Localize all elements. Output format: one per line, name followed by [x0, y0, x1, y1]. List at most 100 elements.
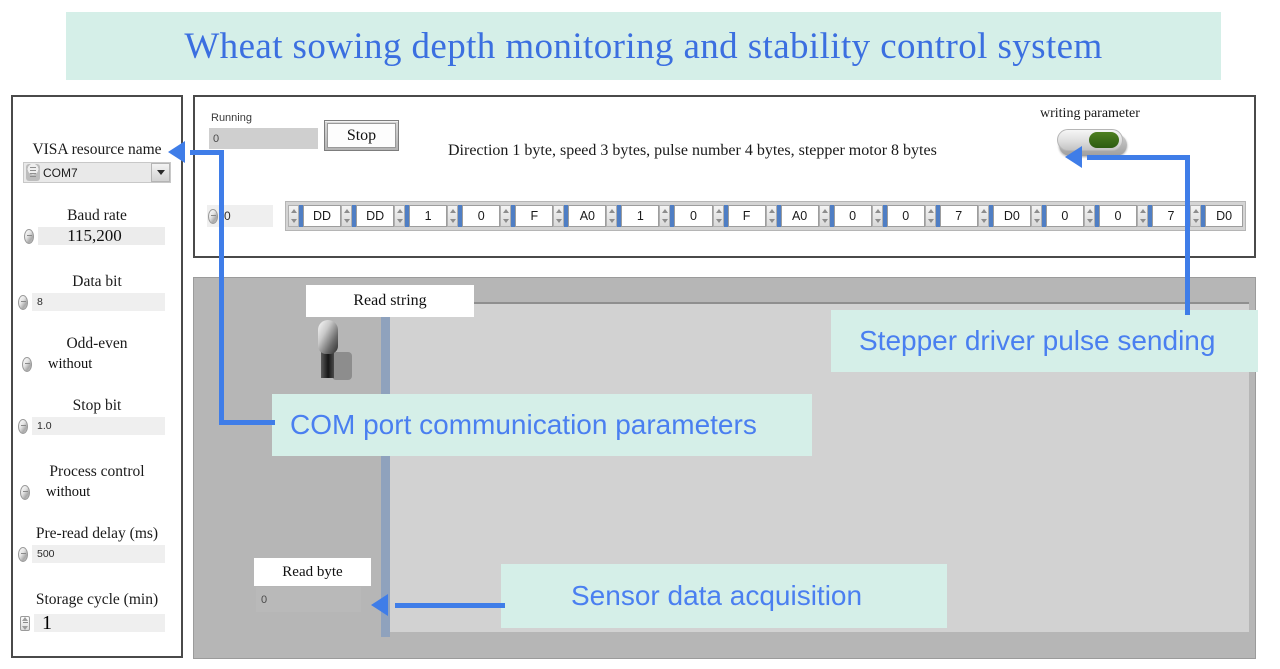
array-cell[interactable]: F	[712, 204, 766, 228]
storage-cycle-label: Storage cycle (min)	[35, 591, 159, 608]
array-cell-value[interactable]: D0	[1205, 205, 1244, 227]
visa-resource-select[interactable]: COM7	[23, 162, 171, 183]
callout-stepper-driver: Stepper driver pulse sending	[831, 310, 1258, 372]
array-cell-value[interactable]: 1	[621, 205, 660, 227]
stepper-callout-line-horizontal	[1087, 155, 1190, 160]
chevron-down-icon[interactable]	[151, 163, 170, 182]
array-cell[interactable]: 0	[447, 204, 501, 228]
array-cell-selection-bar	[352, 205, 357, 227]
stop-button[interactable]: Stop	[324, 120, 399, 151]
array-cell[interactable]: 0	[871, 204, 925, 228]
array-cell-value[interactable]: 7	[939, 205, 978, 227]
data-bit-value[interactable]: 8	[32, 293, 165, 311]
array-cell-stepper-icon[interactable]	[1137, 205, 1148, 227]
array-cell[interactable]: 0	[659, 204, 713, 228]
array-cell-value[interactable]: DD	[356, 205, 395, 227]
array-cell-selection-bar	[1201, 205, 1206, 227]
array-cell-value[interactable]: F	[727, 205, 766, 227]
array-cell[interactable]: F	[500, 204, 554, 228]
baud-rate-label: Baud rate	[67, 207, 127, 224]
array-cell[interactable]: A0	[765, 204, 819, 228]
baud-rate-value[interactable]: 115,200	[38, 226, 165, 245]
array-cell-selection-bar	[723, 205, 728, 227]
array-cell[interactable]: 1	[606, 204, 660, 228]
array-cell-selection-bar	[1148, 205, 1152, 227]
rotary-knob-control[interactable]	[318, 320, 352, 380]
baud-rate-spinner[interactable]	[23, 228, 36, 245]
array-cell-stepper-icon[interactable]	[288, 205, 299, 227]
array-cell-value[interactable]: 0	[462, 205, 501, 227]
array-index-spinner[interactable]	[207, 208, 220, 225]
array-cell[interactable]: 0	[818, 204, 872, 228]
process-control-label: Process control	[49, 463, 145, 480]
stepper-callout-line-vertical	[1185, 155, 1190, 315]
running-label: Running	[211, 112, 252, 124]
array-cell[interactable]: 7	[1137, 204, 1191, 228]
storage-cycle-stepper[interactable]	[19, 615, 32, 632]
storage-cycle-value[interactable]: 1	[34, 612, 165, 634]
array-cell-stepper-icon[interactable]	[341, 205, 353, 227]
array-cell-stepper-icon[interactable]	[447, 205, 459, 227]
array-cell-stepper-icon[interactable]	[1190, 205, 1202, 227]
array-cell-selection-bar	[776, 205, 781, 227]
baud-rate-group: Baud rate 115,200	[13, 207, 181, 245]
array-cell-value[interactable]: DD	[303, 205, 342, 227]
array-cell-stepper-icon[interactable]	[818, 205, 830, 227]
array-cell-stepper-icon[interactable]	[500, 205, 512, 227]
array-cell-selection-bar	[458, 205, 463, 227]
pre-read-delay-value[interactable]: 500	[32, 545, 165, 563]
array-cell-stepper-icon[interactable]	[924, 205, 936, 227]
stop-bit-value[interactable]: 1.0	[32, 417, 165, 435]
direction-note: Direction 1 byte, speed 3 bytes, pulse n…	[448, 142, 937, 159]
array-cell-value[interactable]: A0	[780, 205, 819, 227]
com-callout-arrowhead	[168, 141, 185, 163]
array-cell-stepper-icon[interactable]	[765, 205, 777, 227]
knob-cap	[318, 320, 338, 354]
array-cell[interactable]: 0	[1083, 204, 1137, 228]
odd-even-spinner[interactable]	[21, 356, 34, 373]
array-cell-stepper-icon[interactable]	[659, 205, 671, 227]
stepper-command-panel: Running 0 Stop Direction 1 byte, speed 3…	[193, 95, 1256, 258]
process-control-value[interactable]: without	[34, 483, 165, 501]
pre-read-delay-spinner[interactable]	[17, 546, 30, 563]
odd-even-value[interactable]: without	[36, 355, 165, 373]
array-cell-value[interactable]: 0	[886, 205, 925, 227]
array-cell-selection-bar	[617, 205, 622, 227]
array-cell-selection-bar	[564, 205, 569, 227]
array-cell[interactable]: D0	[1190, 204, 1244, 228]
sensor-callout-arrowhead	[371, 594, 388, 616]
array-cell-value[interactable]: 0	[674, 205, 713, 227]
array-cell-stepper-icon[interactable]	[606, 205, 618, 227]
array-cell-stepper-icon[interactable]	[553, 205, 565, 227]
array-cell[interactable]: A0	[553, 204, 607, 228]
array-cell-value[interactable]: 1	[409, 205, 448, 227]
array-cell-value[interactable]: 0	[1098, 205, 1137, 227]
array-cell[interactable]: 0	[1030, 204, 1084, 228]
array-cell-stepper-icon[interactable]	[712, 205, 724, 227]
array-cell[interactable]: DD	[341, 204, 395, 228]
data-bit-spinner[interactable]	[17, 294, 30, 311]
callout-sensor-acquisition: Sensor data acquisition	[501, 564, 947, 628]
array-cell[interactable]: 1	[394, 204, 448, 228]
array-cell-value[interactable]: A0	[568, 205, 607, 227]
array-cell[interactable]: DD	[288, 204, 342, 228]
array-cell-stepper-icon[interactable]	[1030, 205, 1042, 227]
array-cell-value[interactable]: 0	[1045, 205, 1084, 227]
read-string-scrollbar[interactable]	[381, 312, 390, 637]
array-cell[interactable]: D0	[977, 204, 1031, 228]
array-cell-value[interactable]: F	[515, 205, 554, 227]
array-cell[interactable]: 7	[924, 204, 978, 228]
array-cell-selection-bar	[988, 205, 993, 227]
array-cell-stepper-icon[interactable]	[871, 205, 883, 227]
serial-port-icon	[26, 164, 40, 181]
array-cell-stepper-icon[interactable]	[977, 205, 989, 227]
array-cell-stepper-icon[interactable]	[1083, 205, 1095, 227]
array-index-control[interactable]: 0	[207, 205, 273, 227]
stop-bit-spinner[interactable]	[17, 418, 30, 435]
array-cell-value[interactable]: 0	[833, 205, 872, 227]
array-cell-stepper-icon[interactable]	[394, 205, 406, 227]
process-control-spinner[interactable]	[19, 484, 32, 501]
array-cell-value[interactable]: D0	[992, 205, 1031, 227]
